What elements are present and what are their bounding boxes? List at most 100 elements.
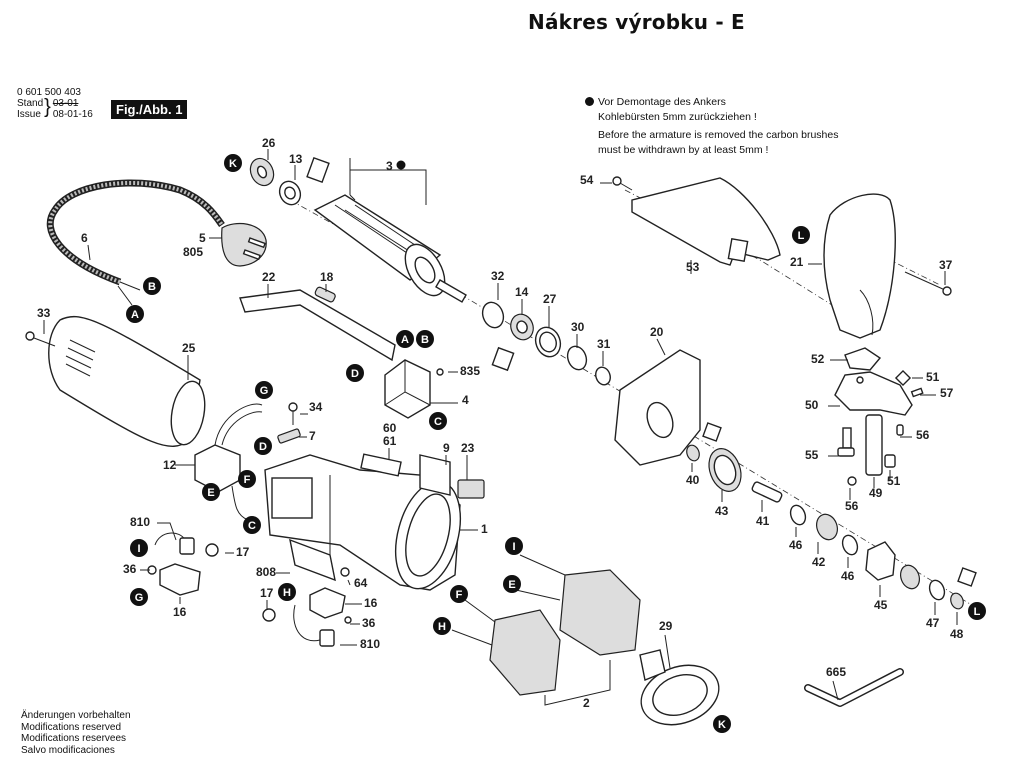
plunger-holder-50 <box>834 347 913 416</box>
part-label-54: 54 <box>580 173 594 187</box>
clip-7 <box>277 428 301 444</box>
part-label-1: 1 <box>481 522 488 536</box>
part-label-14: 14 <box>515 285 529 299</box>
gear-43 <box>708 448 742 492</box>
bolt-55 <box>837 427 855 457</box>
armature <box>313 194 467 303</box>
part-label-47: 47 <box>926 616 940 630</box>
gear-cover-21 <box>823 193 896 339</box>
part-label-36: 36 <box>123 562 137 576</box>
carbon-brush-right <box>262 587 352 647</box>
part-label-16b: 16 <box>364 596 378 610</box>
connector-marker-l: L <box>792 226 810 244</box>
marker-letter: E <box>508 579 515 591</box>
marker-circle-icon <box>130 539 148 557</box>
marker-letter: G <box>135 592 144 604</box>
power-cord <box>46 179 225 306</box>
connector-marker-g: G <box>130 588 148 606</box>
connector-marker-f: F <box>450 585 468 603</box>
part-label-55: 55 <box>805 448 819 462</box>
flange-20 <box>614 349 722 466</box>
part-label-12: 12 <box>163 458 177 472</box>
modifications-footer: Änderungen vorbehalten Modifications res… <box>21 710 131 756</box>
leader-lines <box>43 149 958 701</box>
marker-circle-icon <box>202 483 220 501</box>
part-number: 0 601 500 403 <box>17 87 81 98</box>
connector-marker-l: L <box>968 602 986 620</box>
marker-letter: F <box>244 474 251 486</box>
connector-marker-d: D <box>254 437 272 455</box>
connector-marker-c: C <box>243 516 261 534</box>
marker-circle-icon <box>450 585 468 603</box>
part-label-13: 13 <box>289 152 303 166</box>
part-label-18: 18 <box>320 270 334 284</box>
marker-circle-icon <box>505 537 523 555</box>
switch-lever-22 <box>239 289 396 362</box>
marker-letter: H <box>283 587 291 599</box>
washer-64 <box>340 567 350 577</box>
part-label-36b: 36 <box>362 616 376 630</box>
part-label-22: 22 <box>262 270 276 284</box>
part-label-7: 7 <box>309 429 316 443</box>
stand-label: Stand <box>17 98 44 109</box>
marker-circle-icon <box>143 277 161 295</box>
part-label-52: 52 <box>811 352 825 366</box>
part-label-57: 57 <box>940 386 954 400</box>
label-60-61 <box>360 453 402 477</box>
marker-circle-icon <box>346 364 364 382</box>
housing-cover-25 <box>48 315 206 447</box>
ball-bearing-13 <box>278 156 330 206</box>
connector-marker-g: G <box>255 381 273 399</box>
part-label-40: 40 <box>686 473 700 487</box>
part-label-3: 3 <box>386 159 393 173</box>
part-label-810b: 810 <box>360 637 380 651</box>
marker-letter: D <box>351 368 359 380</box>
marker-letter: I <box>512 541 515 553</box>
figure-label: Fig./Abb. 1 <box>111 100 188 119</box>
marker-circle-icon <box>224 154 242 172</box>
marker-letter: D <box>259 441 267 453</box>
marker-circle-icon <box>126 305 144 323</box>
connector-marker-k: K <box>713 715 731 733</box>
footer-line: Änderungen vorbehalten <box>21 710 131 721</box>
screw-33 <box>25 331 56 347</box>
marker-letter: K <box>229 158 237 170</box>
connector-marker-i: I <box>130 539 148 557</box>
issue-label: Issue <box>17 109 41 120</box>
part-label-32: 32 <box>491 269 505 283</box>
part-label-43: 43 <box>715 504 729 518</box>
part-label-41: 41 <box>756 514 770 528</box>
part-label-34: 34 <box>309 400 323 414</box>
connector-marker-b: B <box>416 330 434 348</box>
marker-circle-icon <box>254 437 272 455</box>
connector-marker-e: E <box>503 575 521 593</box>
marker-letter: I <box>137 543 140 555</box>
part-label-810: 810 <box>130 515 150 529</box>
connector-marker-b: B <box>143 277 161 295</box>
marker-circle-icon <box>238 470 256 488</box>
part-label-26: 26 <box>262 136 276 150</box>
connector-marker-e: E <box>202 483 220 501</box>
marker-letter: A <box>131 309 139 321</box>
marker-letter: L <box>974 606 981 618</box>
note-de-line1: Vor Demontage des Ankers <box>598 96 726 108</box>
marker-circle-icon <box>433 617 451 635</box>
stand-value: 03-01 <box>52 98 79 109</box>
part-label-29: 29 <box>659 619 673 633</box>
marker-letter: K <box>718 719 726 731</box>
ring-31 <box>595 366 611 386</box>
part-label-50: 50 <box>805 398 819 412</box>
switch-4 <box>384 359 444 419</box>
part-label-51: 51 <box>926 370 940 384</box>
part-label-27: 27 <box>543 292 557 306</box>
part-label-51b: 51 <box>887 474 901 488</box>
connector-marker-f: F <box>238 470 256 488</box>
connector-marker-a: A <box>126 305 144 323</box>
bearing-14 <box>491 313 534 372</box>
note-en-line2: must be withdrawn by at least 5mm ! <box>598 143 769 156</box>
marker-letter: H <box>438 621 446 633</box>
document-info: 0 601 500 403 Stand Issue } 03-01 08-01-… <box>17 87 93 120</box>
marker-letter: A <box>401 334 409 346</box>
part-label-5: 5 <box>199 231 206 245</box>
part-label-53: 53 <box>686 260 700 274</box>
